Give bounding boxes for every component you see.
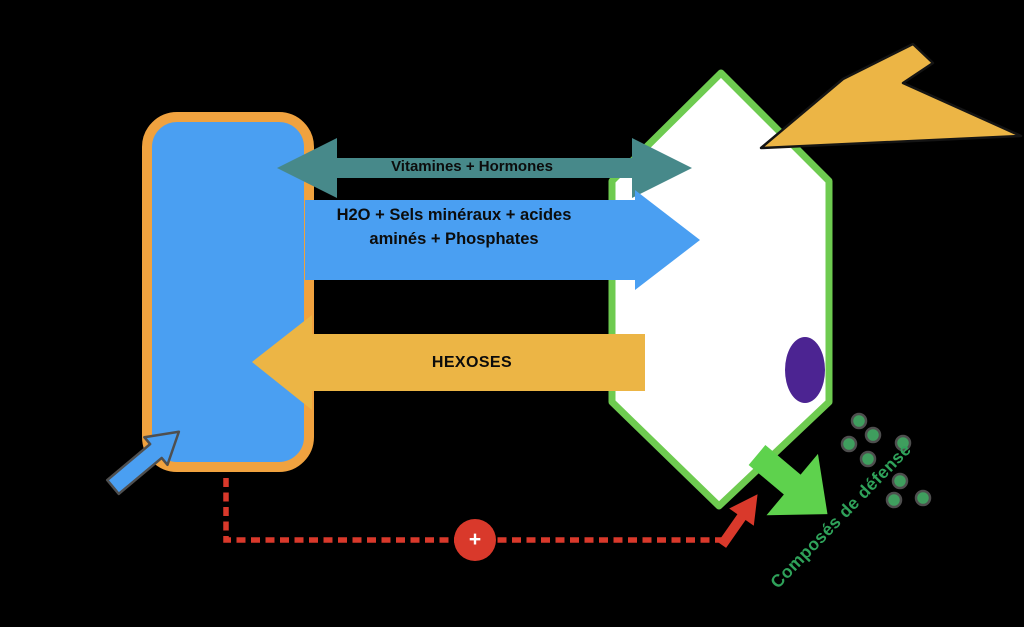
defense-dot [894,434,912,452]
red-feedback-arrow [717,494,758,548]
right-cell [608,69,833,510]
defense-dot [914,489,932,507]
vitamines-hormones-label: Vitamines + Hormones [391,158,553,175]
h2o-minerals-label-line1: H2O + Sels minéraux + acides [336,206,572,224]
vitamines-hormones-arrow [277,138,692,198]
defense-dot [864,426,882,444]
lightning-bolt-icon [759,42,1023,150]
h2o-minerals-label-line2: aminés + Phosphates [369,229,539,248]
defense-dot [850,412,868,430]
left-cell [142,112,314,472]
defense-dot [859,450,877,468]
red-dashed-path [223,478,723,543]
hexoses-label: HEXOSES [431,354,513,371]
plus-badge-label: + [468,528,482,551]
hexoses-arrow [252,315,645,410]
defense-exit-arrow [748,445,828,516]
nucleus [785,337,825,403]
h2o-minerals-label: H2O + Sels minéraux + acides aminés + Ph… [315,204,593,251]
plus-badge-circle [454,519,496,561]
h2o-minerals-arrow [305,190,700,290]
defense-compound-dots [840,412,932,509]
defense-dot [840,435,858,453]
entry-arrow [105,430,181,496]
defense-dot [885,491,903,509]
defense-dot [891,472,909,490]
